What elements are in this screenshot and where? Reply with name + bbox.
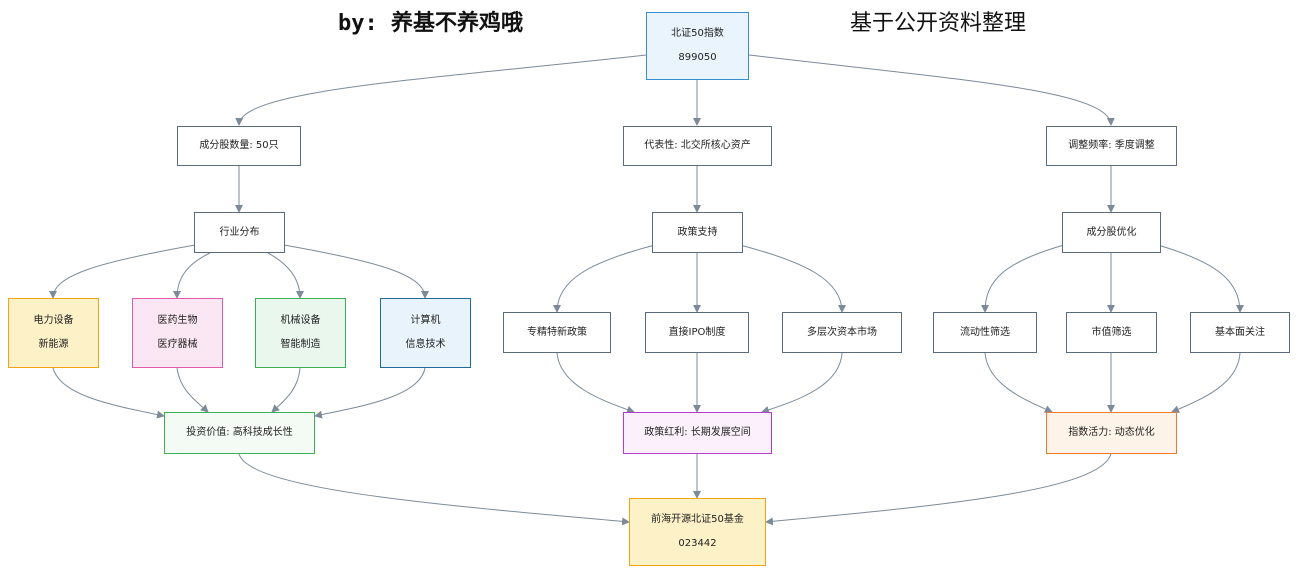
specialized-policy-node: 专精特新政策: [503, 312, 611, 353]
edge-industry-machinery: [267, 252, 304, 299]
edge-optimize-fundamental: [1157, 244, 1244, 313]
node-title: 前海开源北证50基金: [651, 514, 744, 525]
policy-support-node: 政策支持: [652, 212, 743, 253]
edge-industry-power: [49, 244, 196, 299]
node-label: 投资价值: 高科技成长性: [186, 427, 293, 438]
edge-industry-pharma: [173, 252, 211, 299]
node-label: 基本面关注: [1215, 326, 1265, 338]
node-title: 电力设备: [33, 315, 74, 326]
node-title: 机械设备: [280, 315, 321, 326]
node-code: 023442: [678, 538, 717, 549]
node-title: 医药生物: [157, 315, 198, 326]
node-label: 直接IPO制度: [668, 326, 726, 338]
computer-node: 计算机 信息技术: [380, 298, 471, 368]
multilevel-market-node: 多层次资本市场: [782, 312, 902, 353]
node-label: 政策支持: [677, 226, 718, 238]
node-title: 计算机: [410, 315, 441, 326]
index-vitality-node: 指数活力: 动态优化: [1046, 412, 1177, 454]
node-subtitle: 医疗器械: [157, 339, 198, 350]
investment-value-node: 投资价值: 高科技成长性: [164, 412, 315, 454]
edge-fundamental-vitality: [1171, 352, 1241, 413]
node-title: 北证50指数: [671, 28, 724, 39]
edge-optimize-liquidity: [981, 244, 1065, 313]
edge-value-fund: [238, 453, 630, 526]
node-subtitle: 智能制造: [280, 339, 321, 350]
adjustment-frequency-node: 调整频率: 季度调整: [1046, 126, 1177, 166]
edge-liquidity-vitality: [984, 352, 1053, 413]
fund-node: 前海开源北证50基金 023442: [629, 498, 766, 566]
edge-srsn-dividend: [556, 352, 635, 414]
edge-machinery-value: [271, 367, 301, 413]
fundamental-focus-node: 基本面关注: [1190, 312, 1290, 353]
machinery-node: 机械设备 智能制造: [255, 298, 346, 368]
edge-policy-multilevel: [739, 244, 846, 313]
pharma-bio-node: 医药生物 医疗器械: [132, 298, 223, 368]
constituent-count-node: 成分股数量: 50只: [177, 126, 301, 166]
author-caption: by: 养基不养鸡哦: [338, 11, 523, 36]
liquidity-screen-node: 流动性筛选: [933, 312, 1037, 353]
edge-pharma-value: [176, 367, 209, 413]
representativeness-node: 代表性: 北交所核心资产: [623, 126, 772, 166]
edge-root-freq: [748, 54, 1115, 126]
edge-policy-srsn: [553, 244, 656, 313]
node-label: 代表性: 北交所核心资产: [644, 140, 751, 151]
node-subtitle: 信息技术: [405, 339, 446, 350]
node-label: 专精特新政策: [527, 326, 587, 338]
edge-root-count: [235, 54, 647, 126]
market-cap-screen-node: 市值筛选: [1066, 312, 1157, 353]
node-label: 流动性筛选: [960, 326, 1010, 338]
node-label: 成分股数量: 50只: [199, 140, 279, 151]
node-subtitle: 新能源: [38, 339, 69, 350]
node-label: 政策红利: 长期发展空间: [644, 427, 751, 438]
edge-multilevel-dividend: [761, 352, 843, 414]
edge-computer-value: [314, 367, 426, 419]
direct-ipo-node: 直接IPO制度: [645, 312, 749, 353]
node-label: 行业分布: [219, 226, 260, 238]
node-label: 指数活力: 动态优化: [1068, 427, 1155, 438]
power-equipment-node: 电力设备 新能源: [8, 298, 99, 368]
node-label: 调整频率: 季度调整: [1068, 140, 1155, 151]
index-root-node: 北证50指数 899050: [646, 12, 749, 80]
constituent-optimization-node: 成分股优化: [1062, 212, 1161, 253]
node-label: 市值筛选: [1091, 326, 1132, 338]
policy-dividend-node: 政策红利: 长期发展空间: [623, 412, 772, 454]
source-caption: 基于公开资料整理: [850, 11, 1027, 36]
node-label: 成分股优化: [1086, 226, 1137, 238]
edge-industry-computer: [283, 244, 429, 299]
node-code: 899050: [678, 52, 717, 63]
industry-distribution-node: 行业分布: [194, 212, 285, 253]
edge-power-value: [52, 367, 165, 419]
edge-vitality-fund: [765, 453, 1112, 526]
node-label: 多层次资本市场: [807, 326, 877, 338]
